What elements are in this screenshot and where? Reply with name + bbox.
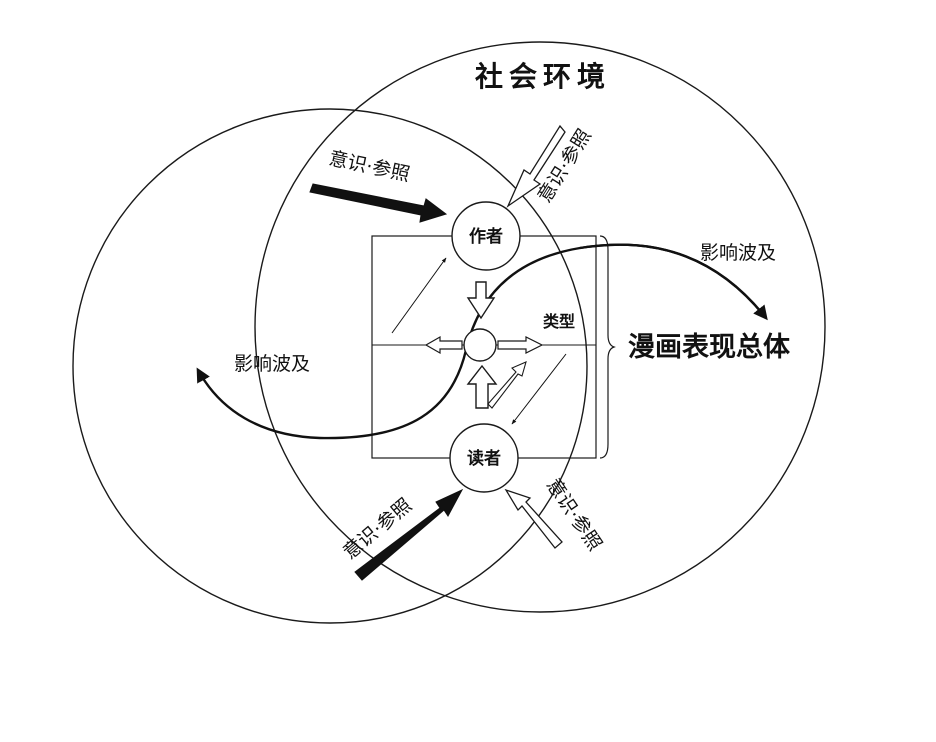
reader-label: 读者 [467,448,501,469]
hollow-arrow-right [497,336,544,354]
solid-arrow-reader [354,488,464,581]
awareness-label-bottom-left: 意识·参照 [339,494,416,564]
influence-label-left: 影响波及 [234,353,310,375]
hollow-arrow-diagonal [487,361,527,409]
hollow-arrow-left [424,335,463,355]
thin-arrow-to-reader [511,353,567,425]
left-circle [72,108,588,624]
thin-arrow-to-author [391,257,447,334]
reader-node [449,423,519,493]
solid-arrow-author [309,183,448,223]
hollow-arrow-author [506,124,566,208]
hollow-arrow-reader [504,488,563,549]
social-environment-title: 社会环境 [475,60,611,93]
hollow-arrow-down [466,281,496,320]
influence-label-right: 影响波及 [700,242,776,264]
genre-label: 类型 [543,312,575,331]
social-environment-circle [254,41,826,613]
awareness-label-top-left: 意识·参照 [327,147,412,186]
total-expression-label: 漫画表现总体 [628,332,791,363]
genre-center-node [463,328,497,362]
influence-curve-head [579,243,768,321]
right-brace [599,235,616,459]
author-label: 作者 [469,226,503,247]
author-node [451,201,521,271]
